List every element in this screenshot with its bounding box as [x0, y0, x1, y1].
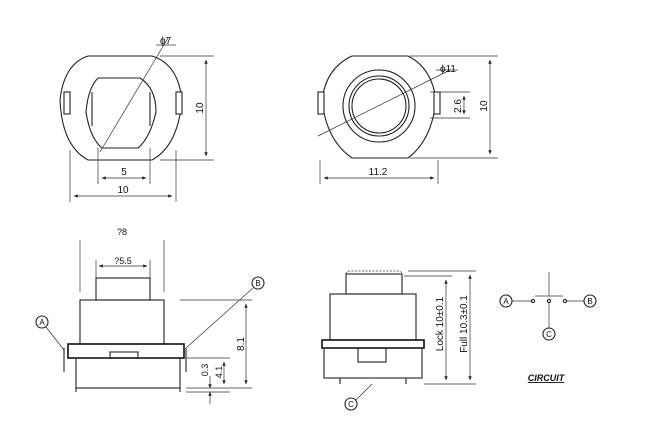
side-left-height-81: 8.1 — [236, 337, 247, 351]
circuit-diagram — [499, 272, 597, 341]
side-left-marker-b: B — [255, 279, 260, 288]
top-right-offset-label: 2.6 — [453, 99, 464, 113]
side-left-marker-a: A — [39, 318, 45, 327]
circuit-node-b: B — [587, 297, 592, 306]
top-right-view — [317, 55, 498, 184]
side-left-height-41: 4.1 — [214, 366, 224, 379]
side-left-cap-label: ?5.5 — [114, 256, 132, 266]
top-left-view — [59, 37, 214, 202]
top-left-diameter-label: ϕ7 — [160, 36, 172, 47]
side-right-marker-c: C — [348, 400, 354, 409]
circuit-node-c: C — [546, 330, 552, 339]
top-right-height-label: 10 — [479, 100, 490, 112]
top-right-diameter-label: ϕ11 — [440, 64, 456, 75]
side-right-lock-label: Lock 10±0.1 — [435, 296, 446, 351]
top-left-outer-width-label: 10 — [117, 185, 129, 196]
top-left-inner-width-label: 5 — [121, 167, 127, 178]
top-left-height-label: 10 — [195, 102, 206, 114]
side-right-full-label: Full 10.3±0.1 — [459, 295, 470, 353]
side-right-view — [321, 270, 476, 411]
top-right-width-label: 11.2 — [369, 167, 388, 178]
side-left-top-label: ?8 — [117, 227, 127, 237]
circuit-title: CIRCUIT — [528, 373, 566, 383]
side-left-height-03: 0.3 — [200, 364, 210, 377]
circuit-node-a: A — [503, 297, 509, 306]
side-left-view — [35, 240, 265, 404]
